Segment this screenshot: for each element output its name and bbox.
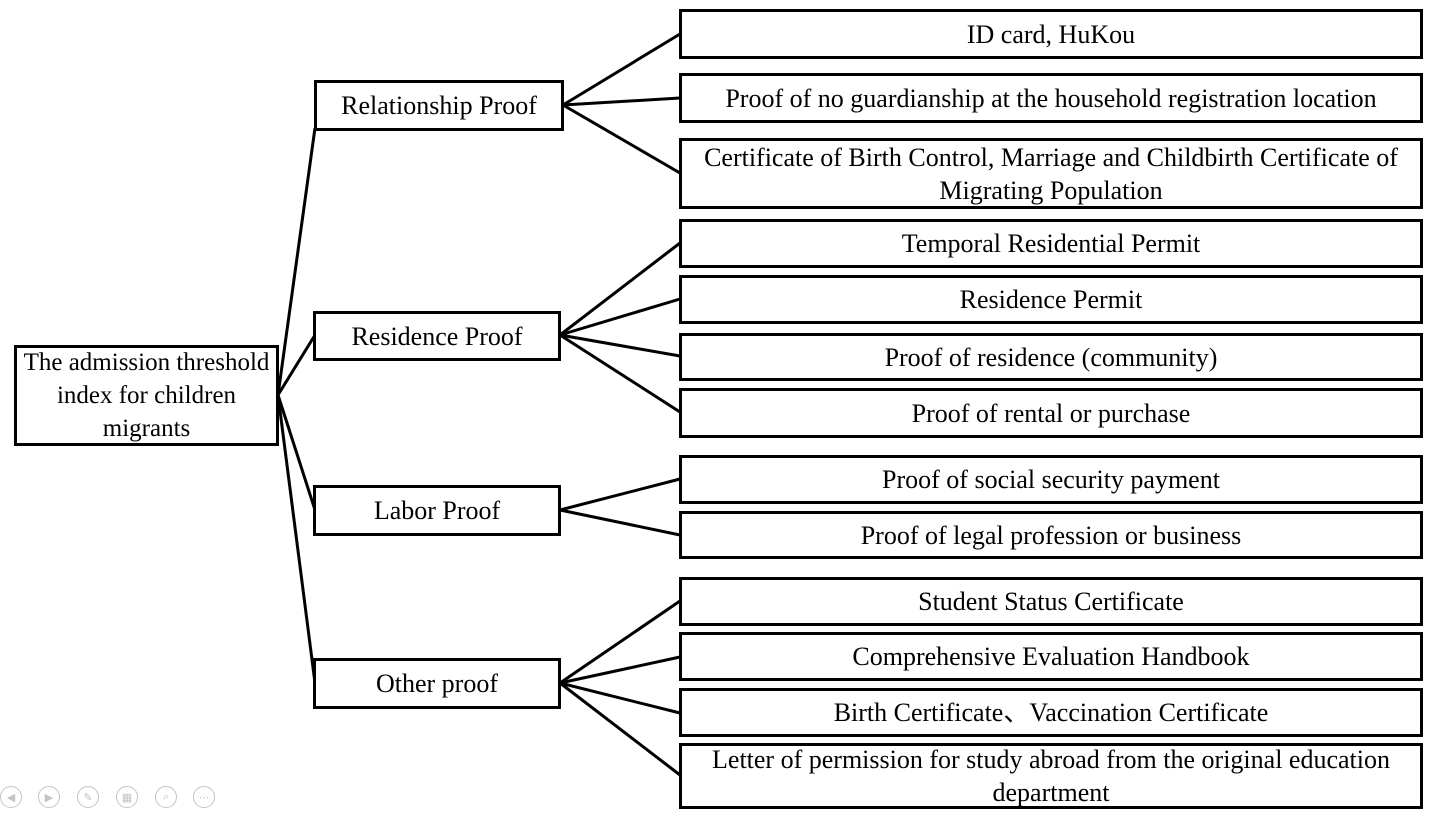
item-label: Birth Certificate、Vaccination Certificat… [833, 698, 1269, 727]
slides-icon[interactable]: ▦ [116, 786, 138, 808]
item-social-security-payment: Proof of social security payment [679, 455, 1423, 504]
category-label: Residence Proof [351, 321, 523, 351]
root-node-label: The admission threshold index for childr… [23, 349, 270, 442]
item-label: Proof of no guardianship at the househol… [725, 83, 1377, 113]
connector-relationship-item [562, 32, 681, 107]
connector-relationship-item [562, 103, 681, 175]
connector-other-item [559, 655, 681, 685]
category-label: Labor Proof [373, 496, 501, 525]
category-labor-proof: Labor Proof [313, 485, 561, 536]
item-comprehensive-evaluation-handbook: Comprehensive Evaluation Handbook [679, 632, 1423, 681]
connector-relationship-item [562, 96, 681, 107]
root-node: The admission threshold index for childr… [14, 345, 279, 446]
category-relationship-proof: Relationship Proof [314, 80, 564, 131]
item-residence-permit: Residence Permit [679, 275, 1423, 324]
category-label: Relationship Proof [341, 91, 537, 120]
item-temporal-residential-permit: Temporal Residential Permit [679, 219, 1423, 268]
item-proof-of-residence: Proof of residence (community) [679, 333, 1423, 381]
item-label: Proof of residence (community) [884, 342, 1218, 372]
item-label: Proof of social security payment [882, 465, 1220, 494]
connector-root-other [276, 394, 317, 684]
connector-labor-item [559, 477, 681, 512]
connector-residence-item [559, 333, 681, 358]
item-proof-of-rental-or-purchase: Proof of rental or purchase [679, 388, 1423, 438]
more-icon[interactable]: ⋯ [193, 786, 215, 808]
item-label: Student Status Certificate [918, 587, 1184, 616]
item-label: Proof of rental or purchase [911, 398, 1191, 428]
connector-root-labor [276, 394, 317, 511]
item-id-card-hukou: ID card, HuKou [679, 9, 1423, 59]
connector-residence-item [559, 241, 681, 337]
item-legal-profession-or-business: Proof of legal profession or business [679, 511, 1423, 559]
next-slide-icon[interactable]: ▶ [38, 786, 60, 808]
category-other-proof: Other proof [313, 658, 561, 709]
item-label: Letter of permission for study abroad fr… [712, 745, 1390, 807]
item-label: Comprehensive Evaluation Handbook [852, 642, 1250, 671]
connector-labor-item [559, 508, 681, 537]
category-residence-proof: Residence Proof [313, 311, 561, 361]
connector-root-relationship [276, 127, 317, 396]
connector-root-residence [276, 334, 317, 396]
item-label: Proof of legal profession or business [860, 520, 1242, 550]
zoom-icon[interactable]: ⌕ [155, 786, 177, 808]
connector-other-item [559, 599, 681, 685]
previous-slide-icon[interactable]: ◀ [0, 786, 22, 808]
category-label: Other proof [375, 669, 498, 698]
item-birth-control-certificate: Certificate of Birth Control, Marriage a… [679, 138, 1423, 209]
connector-other-item [559, 681, 681, 777]
item-no-guardianship-proof: Proof of no guardianship at the househol… [679, 73, 1423, 123]
item-label: ID card, HuKou [966, 19, 1136, 49]
item-label: Certificate of Birth Control, Marriage a… [704, 142, 1398, 205]
pen-icon[interactable]: ✎ [77, 786, 99, 808]
item-study-abroad-permission-letter: Letter of permission for study abroad fr… [679, 743, 1423, 809]
connector-residence-item [559, 297, 681, 337]
item-student-status-certificate: Student Status Certificate [679, 577, 1423, 626]
item-label: Temporal Residential Permit [901, 229, 1201, 258]
connector-other-item [559, 681, 681, 715]
item-birth-vaccination-certificate: Birth Certificate、Vaccination Certificat… [679, 688, 1423, 737]
connector-residence-item [559, 333, 681, 414]
item-label: Residence Permit [959, 285, 1143, 314]
